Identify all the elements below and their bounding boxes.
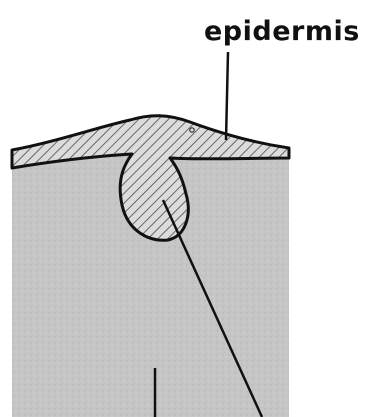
epidermis-leader-line [226, 52, 228, 140]
epidermis-label: epidermis [204, 16, 360, 47]
